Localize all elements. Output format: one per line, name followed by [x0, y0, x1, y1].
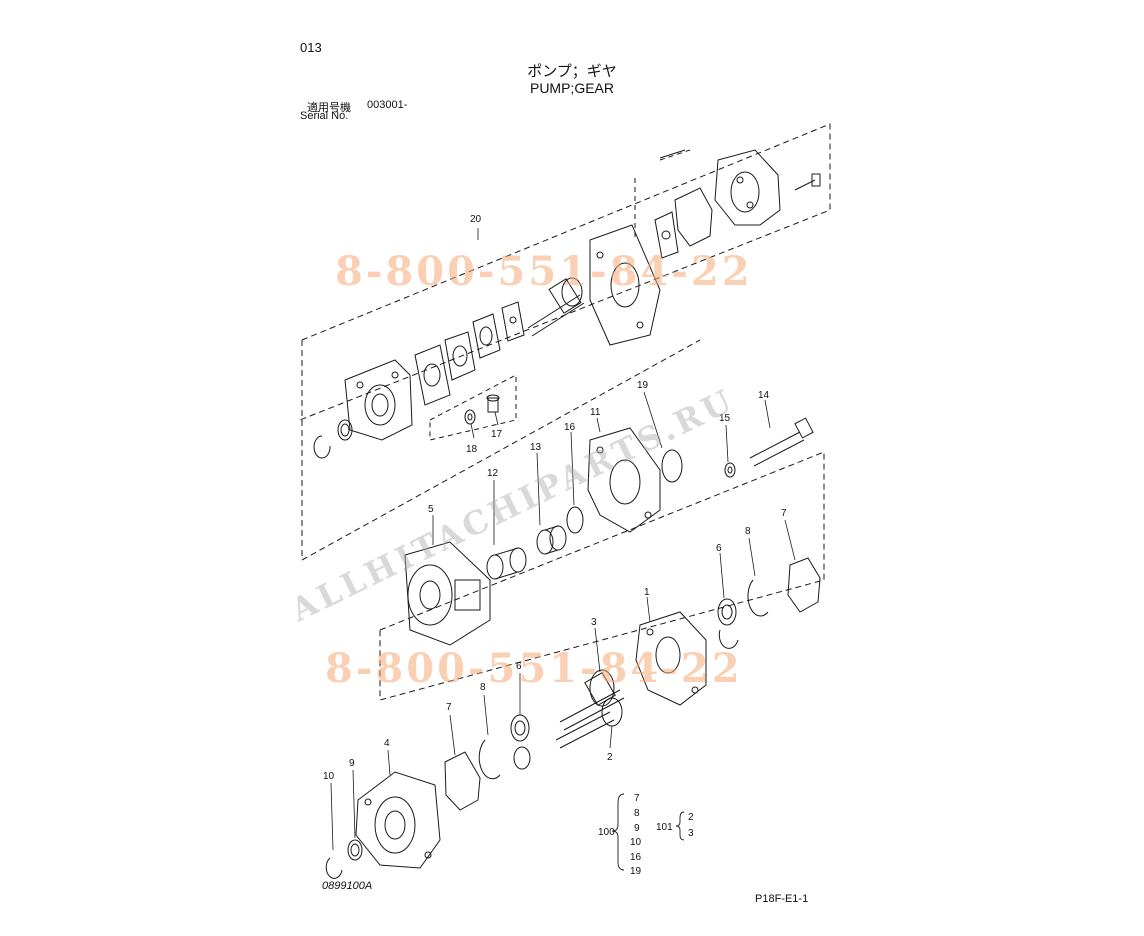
- callout-11: 11: [590, 407, 601, 418]
- group-pump-outline: [634, 149, 691, 240]
- kit-100-item-10: 10: [630, 837, 642, 848]
- kit-100-item-9: 9: [634, 823, 640, 834]
- kit-100-item-16: 16: [630, 852, 642, 863]
- callout-1: 1: [644, 587, 650, 598]
- upper-pin: [659, 149, 686, 159]
- upper-plate-1: [414, 344, 451, 406]
- serial-label-english: Serial No.: [300, 110, 349, 122]
- part-6-snap-upper: [718, 629, 739, 649]
- callout-12: 12: [487, 468, 499, 479]
- part-15-washer: [724, 462, 736, 478]
- part-4-front-cover: [355, 771, 441, 869]
- callout-17: 17: [491, 429, 503, 440]
- upper-body: [589, 224, 661, 346]
- part-18-washer: [464, 409, 476, 425]
- serial-label-japanese: 適用号機: [307, 102, 351, 114]
- upper-thin-plate: [501, 301, 525, 342]
- callout-13: 13: [530, 442, 542, 453]
- part-6-plate-upper: [717, 598, 737, 626]
- group-17-frame: [429, 374, 517, 441]
- part-8-backup-upper: [747, 579, 769, 617]
- callout-18: 18: [466, 444, 478, 455]
- title-japanese: ポンプ；ギヤ: [527, 63, 617, 80]
- part-19-oring: [661, 449, 683, 483]
- upper-plate-2: [444, 331, 476, 381]
- upper-front-housing: [344, 359, 413, 441]
- upper-plate-3: [472, 313, 501, 359]
- part-17-plug: [486, 394, 500, 413]
- part-6-snap-lower: [513, 746, 531, 770]
- part-10-snap-ring: [325, 857, 343, 879]
- part-7-seal-upper: [787, 557, 821, 613]
- callout-20: 20: [470, 214, 482, 225]
- upper-seal-ring: [337, 419, 353, 441]
- figure-code: P18F-E1-1: [755, 893, 809, 905]
- kit-100-item-19: 19: [630, 866, 642, 877]
- part-14-bolt: [749, 417, 814, 467]
- callout-19: 19: [637, 380, 649, 391]
- callout-7-lower: 7: [446, 702, 452, 713]
- part-6-plate-lower: [510, 714, 530, 742]
- part-11-plate: [587, 427, 661, 533]
- part-7-seal-lower: [444, 751, 481, 811]
- leader-lines: [330, 228, 796, 851]
- kit-legend: 100 7 8 9 10 16 19 101 2 3: [598, 793, 694, 877]
- callout-4: 4: [384, 738, 390, 749]
- callout-6-upper: 6: [716, 543, 722, 554]
- upper-seal-plate: [654, 211, 679, 259]
- callout-10: 10: [323, 771, 335, 782]
- part-13-bushing: [536, 525, 567, 555]
- part-5-body: [404, 541, 491, 646]
- callout-3: 3: [591, 617, 597, 628]
- part-3-drive-gear: [559, 669, 625, 731]
- upper-rear-cover: [714, 149, 781, 226]
- upper-snap-ring: [313, 435, 331, 459]
- callout-7-upper: 7: [781, 508, 787, 519]
- upper-gear-shaft: [527, 277, 585, 337]
- part-8-backup-lower: [478, 739, 501, 780]
- kit-101-item-3: 3: [688, 828, 694, 839]
- page-number: 013: [300, 40, 322, 55]
- part-16-oring: [566, 506, 584, 534]
- callout-9: 9: [349, 758, 355, 769]
- callout-5: 5: [428, 504, 434, 515]
- part-1-center-body: [635, 611, 707, 706]
- title-english: PUMP;GEAR: [529, 80, 614, 96]
- kit-100-item-7: 7: [634, 793, 640, 804]
- callout-2: 2: [607, 752, 613, 763]
- callout-6-lower: 6: [516, 661, 522, 672]
- kit-100-item-8: 8: [634, 808, 640, 819]
- callout-15: 15: [719, 413, 731, 424]
- part-9-oil-seal: [347, 839, 363, 861]
- kit-101-item-2: 2: [688, 812, 694, 823]
- kit-100-label: 100: [598, 827, 615, 838]
- callout-14: 14: [758, 390, 770, 401]
- drawing-code: 0899100A: [322, 880, 373, 892]
- upper-bolt: [794, 173, 821, 191]
- part-2-driven-gear: [555, 697, 623, 749]
- callout-16: 16: [564, 422, 576, 433]
- upper-oring: [674, 187, 713, 247]
- kit-101-label: 101: [656, 822, 673, 833]
- callout-8-lower: 8: [480, 682, 486, 693]
- group-20-frame: [299, 123, 831, 561]
- part-12-bushing: [486, 547, 527, 580]
- callout-8-upper: 8: [745, 526, 751, 537]
- serial-value: 003001-: [367, 99, 408, 111]
